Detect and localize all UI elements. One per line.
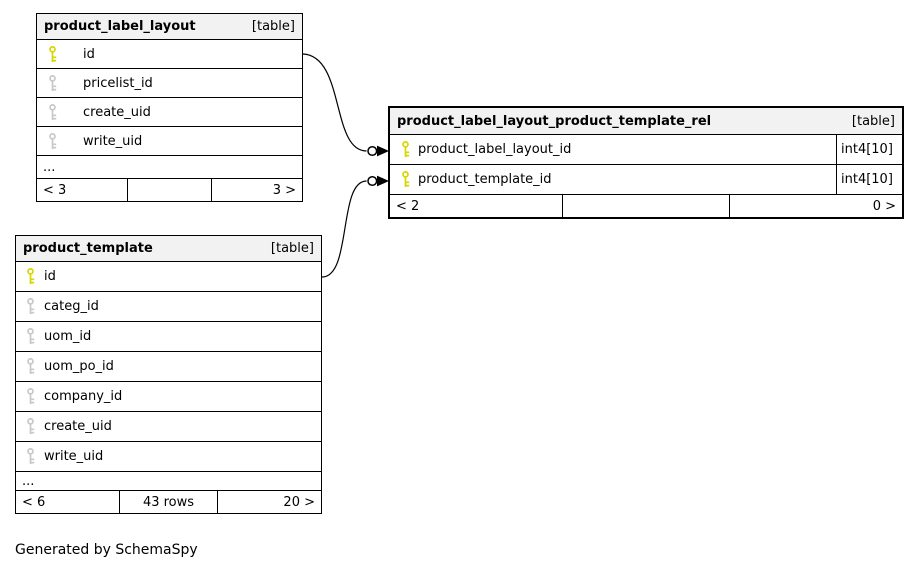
foreign-key-icon [26, 358, 35, 375]
column-type: int4[10] [836, 135, 902, 164]
table-row: product_label_layout_id int4[10] [390, 135, 902, 165]
table-title[interactable]: product_label_layout_product_template_re… [397, 113, 712, 129]
column-name: id [83, 46, 95, 62]
table-row: uom_po_id [16, 352, 321, 382]
foreign-key-icon [26, 298, 35, 315]
column-name: write_uid [83, 133, 143, 149]
hidden-columns-ellipsis: ... [37, 156, 302, 179]
table-row: company_id [16, 382, 321, 412]
table-type-tag: [table] [270, 241, 314, 256]
column-name: categ_id [44, 299, 99, 314]
column-name: create_uid [83, 104, 151, 120]
table-row: id [16, 262, 321, 292]
footer-left-count: < 2 [390, 195, 563, 217]
table-row: pricelist_id [37, 69, 302, 98]
primary-key-icon [26, 268, 35, 285]
foreign-key-icon [26, 388, 35, 405]
foreign-key-icon [26, 418, 35, 435]
column-name: id [44, 269, 56, 284]
table-type-tag: [table] [851, 113, 895, 129]
generated-by-credit: Generated by SchemaSpy [15, 542, 198, 558]
column-name: create_uid [44, 419, 112, 434]
column-name: write_uid [44, 449, 104, 464]
table-row: create_uid [37, 98, 302, 127]
footer-row-count: 43 rows [120, 491, 218, 513]
table-title[interactable]: product_template [23, 241, 153, 256]
foreign-key-icon [48, 103, 57, 121]
column-name: pricelist_id [83, 75, 153, 91]
table-row: create_uid [16, 412, 321, 442]
hidden-columns-ellipsis: ... [16, 472, 321, 491]
column-name: company_id [44, 389, 123, 404]
table-node-product-template[interactable]: product_template [table] id categ_id uom… [15, 235, 322, 514]
table-footer: < 2 0 > [390, 195, 902, 217]
footer-right-count: 0 > [872, 198, 896, 214]
foreign-key-icon [48, 132, 57, 150]
table-node-product-label-layout-product-template-rel[interactable]: product_label_layout_product_template_re… [388, 106, 904, 219]
foreign-key-icon [26, 448, 35, 465]
footer-left-count: < 6 [16, 491, 120, 513]
footer-right-count: 3 > [272, 182, 297, 198]
foreign-key-icon [26, 328, 35, 345]
table-header[interactable]: product_label_layout_product_template_re… [390, 108, 902, 135]
table-footer: < 6 43 rows 20 > [16, 491, 321, 513]
footer-left-count: < 3 [37, 179, 128, 201]
column-name: product_label_layout_id [418, 142, 572, 157]
table-row: categ_id [16, 292, 321, 322]
table-row: id [37, 40, 302, 69]
table-title[interactable]: product_label_layout [44, 19, 196, 34]
table-header[interactable]: product_label_layout [table] [37, 14, 302, 40]
edge-product_label_layout-to-rel [302, 53, 389, 157]
edge-product_template-to-rel [321, 175, 389, 278]
primary-key-icon [401, 171, 410, 188]
table-node-product-label-layout[interactable]: product_label_layout [table] id pricelis… [36, 13, 303, 202]
table-row: write_uid [37, 127, 302, 156]
table-type-tag: [table] [251, 19, 295, 34]
table-row: write_uid [16, 442, 321, 472]
footer-center [563, 195, 730, 217]
column-type: int4[10] [836, 165, 902, 194]
foreign-key-icon [48, 74, 57, 92]
primary-key-icon [401, 141, 410, 158]
table-footer: < 3 3 > [37, 179, 302, 201]
primary-key-icon [48, 45, 57, 63]
footer-right-count: 20 > [283, 494, 315, 510]
column-name: uom_id [44, 329, 92, 344]
column-name: uom_po_id [44, 359, 114, 374]
table-header[interactable]: product_template [table] [16, 236, 321, 262]
table-row: uom_id [16, 322, 321, 352]
table-row: product_template_id int4[10] [390, 165, 902, 195]
footer-center [128, 179, 213, 201]
column-name: product_template_id [418, 172, 552, 187]
